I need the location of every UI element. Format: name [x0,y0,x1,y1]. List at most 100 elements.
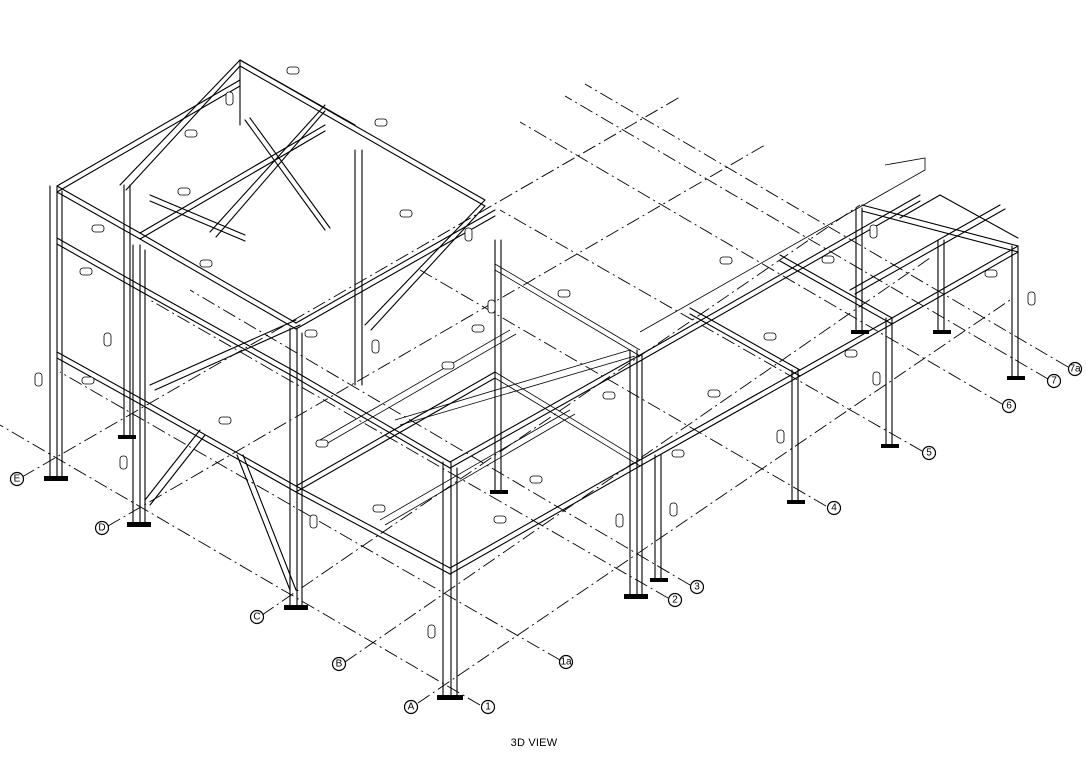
member-tag [304,329,318,338]
beam-D-high [139,124,326,240]
floor-beam-2 [319,329,517,445]
grid-bubble-7a [1067,361,1083,377]
view-title: 3D VIEW [510,737,558,749]
grid-line-6 [519,121,1003,405]
member-tag [177,187,191,196]
base-plate-A5 [881,444,899,448]
member-tag-vertical [34,372,43,387]
grid-bubble-E [9,471,25,487]
base-plate-A6 [1007,376,1025,380]
beam-A-ext [639,245,1019,467]
brace-2 [236,454,297,591]
member-tag [79,267,93,276]
grid-bubble-B [331,656,347,672]
member-tag-vertical [669,502,678,517]
member-tag [315,439,329,448]
member-tag-vertical [225,91,234,106]
beam-C-high [295,209,496,330]
grid-label-6: 6 [1006,401,1012,412]
base-plate-C1 [284,605,308,610]
base-plate-C5 [851,330,869,334]
member-tag [719,256,733,265]
member-tag [91,224,105,233]
brace-3 [149,319,301,391]
grid-line-1a [59,371,561,661]
roof-rafter-1 [119,59,356,191]
grid-line-4 [419,269,827,507]
floor-beam-1 [379,409,576,526]
annex-beam-6 [849,204,1006,295]
grid-bubble-A [403,699,419,715]
beam-C-low [295,371,496,493]
grid-bubble-1 [480,699,496,715]
column-A3 [654,454,662,579]
base-plate-B6 [933,330,951,334]
grid-bubble-C [249,609,265,625]
member-tag-vertical [487,299,496,314]
roof-rafter-2 [209,104,326,238]
member-tag-vertical [309,514,318,529]
beam-A-main-high [449,354,641,469]
grid-label-A: A [408,702,415,713]
grid-line-A [417,299,1011,704]
floor-beam-4 [494,371,641,467]
column-B6 [937,239,945,331]
grid-line-1 [0,424,481,706]
grid-line-C [261,204,861,616]
member-tag [763,332,777,341]
grid-label-C: C [253,612,260,623]
grid-bubble-7 [1046,373,1062,389]
grid-bubble-1a [558,654,574,670]
member-tag [399,209,413,218]
base-plate-A4 [787,500,805,504]
member-tag [844,349,858,358]
grid-line-D [107,144,766,527]
grid-label-5: 5 [926,448,932,459]
floor-beam-3 [394,349,636,426]
grid-line-5 [499,209,923,452]
member-tag [372,504,386,513]
member-tag [218,416,232,425]
grid-label-B: B [336,659,343,670]
column-E1 [49,185,63,477]
column-E-back [123,184,131,436]
annex-beam-3 [779,254,893,325]
member-tag [81,376,95,385]
member-tag [286,66,300,75]
member-tag [821,255,835,264]
member-tag [557,289,571,298]
grid-bubbles: A B C D E 1 1a 2 3 4 5 6 7 7a [9,361,1083,715]
annex-top-beam [639,157,926,333]
grid-bubble-4 [826,500,842,516]
beam-E-high [56,79,241,193]
member-tag-vertical [776,429,785,444]
member-tag-vertical [464,227,473,242]
base-plate-A3 [650,578,668,582]
grid-label-3: 3 [694,582,700,593]
grid-line-3 [189,289,691,586]
grid-label-2: 2 [672,595,678,606]
member-tag [529,475,543,484]
member-tag [199,259,213,268]
member-tag [602,391,616,400]
member-tag-vertical [119,455,128,470]
grid-bubble-2 [667,592,683,608]
member-tag [984,269,998,278]
base-plate-A1 [437,695,463,700]
grid-lines [0,83,1069,706]
brace-4 [244,117,331,231]
annex-beam-2 [689,307,801,377]
member-tag [374,118,388,127]
member-tag [493,515,507,524]
column-A1 [442,461,458,696]
brace-5 [149,194,246,242]
column-A4 [791,369,799,501]
member-tag-vertical [371,339,380,354]
brace-1 [144,429,206,506]
member-tag-vertical [103,332,112,347]
member-tag [184,129,198,138]
member-tag-vertical [615,513,624,528]
grid-bubble-D [94,520,110,536]
member-tag [441,361,455,370]
